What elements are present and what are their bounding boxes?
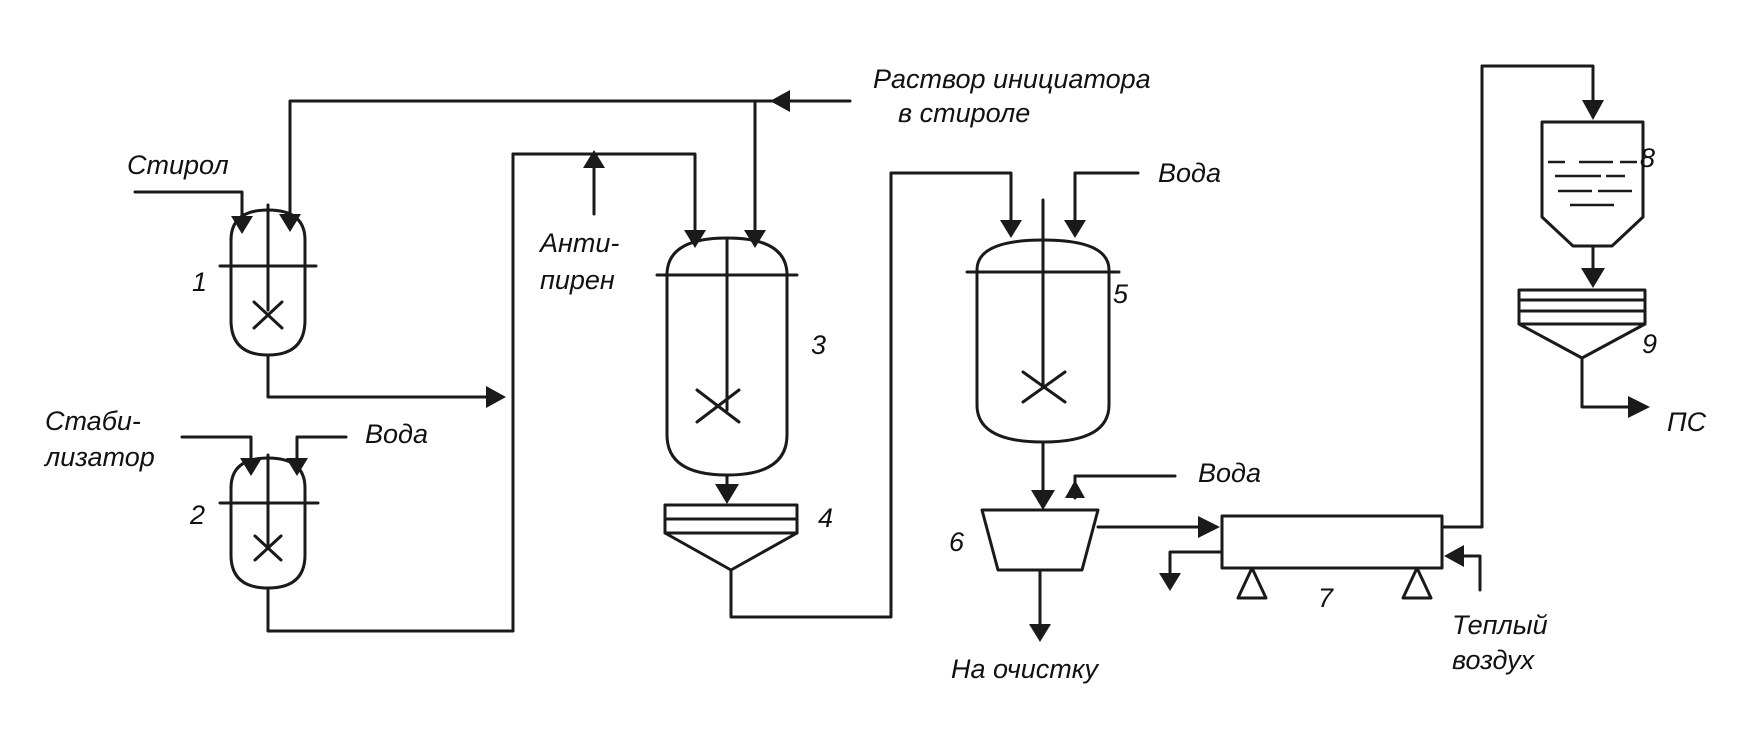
label-stabilizer-line1: Стаби- bbox=[45, 406, 141, 436]
label-flame-retardant-line2: пирен bbox=[540, 265, 615, 295]
pipelines bbox=[133, 64, 1632, 633]
vessel-3 bbox=[655, 236, 799, 477]
unit-number-4: 4 bbox=[818, 503, 833, 533]
vessel-2 bbox=[218, 453, 320, 590]
label-water-6: Вода bbox=[1198, 458, 1261, 488]
unit-number-7: 7 bbox=[1318, 583, 1334, 613]
hopper-8 bbox=[1540, 120, 1645, 248]
label-to-cleaning: На очистку bbox=[951, 654, 1100, 684]
filter-4 bbox=[663, 503, 799, 572]
vessel-5 bbox=[965, 198, 1121, 444]
centrifuge-6 bbox=[980, 508, 1100, 572]
unit-number-1: 1 bbox=[192, 267, 207, 297]
flow-arrows bbox=[231, 90, 1650, 642]
label-stabilizer-line2: лизатор bbox=[43, 442, 155, 472]
label-initiator-line1: Раствор инициатора bbox=[873, 64, 1151, 94]
sieve-9 bbox=[1517, 288, 1647, 360]
unit-number-9: 9 bbox=[1642, 329, 1657, 359]
label-water-5: Вода bbox=[1158, 158, 1221, 188]
unit-number-5: 5 bbox=[1113, 279, 1129, 309]
label-warm-air-line1: Теплый bbox=[1452, 610, 1548, 640]
unit-number-8: 8 bbox=[1640, 143, 1655, 173]
unit-numbers: 1 2 3 4 5 6 7 8 9 bbox=[189, 143, 1657, 613]
label-warm-air-line2: воздух bbox=[1452, 645, 1536, 675]
unit-number-6: 6 bbox=[949, 527, 965, 557]
unit-number-3: 3 bbox=[811, 330, 826, 360]
stream-labels: Стирол Раствор инициатора в стироле Стаб… bbox=[43, 64, 1707, 684]
label-water-2: Вода bbox=[365, 419, 428, 449]
label-styrene: Стирол bbox=[127, 150, 229, 180]
dryer-7 bbox=[1220, 514, 1444, 600]
vessel-1 bbox=[218, 203, 318, 357]
label-initiator-line2: в стироле bbox=[898, 98, 1030, 128]
unit-number-2: 2 bbox=[189, 500, 205, 530]
label-flame-retardant-line1: Анти- bbox=[538, 228, 619, 258]
label-product: ПС bbox=[1667, 407, 1707, 437]
